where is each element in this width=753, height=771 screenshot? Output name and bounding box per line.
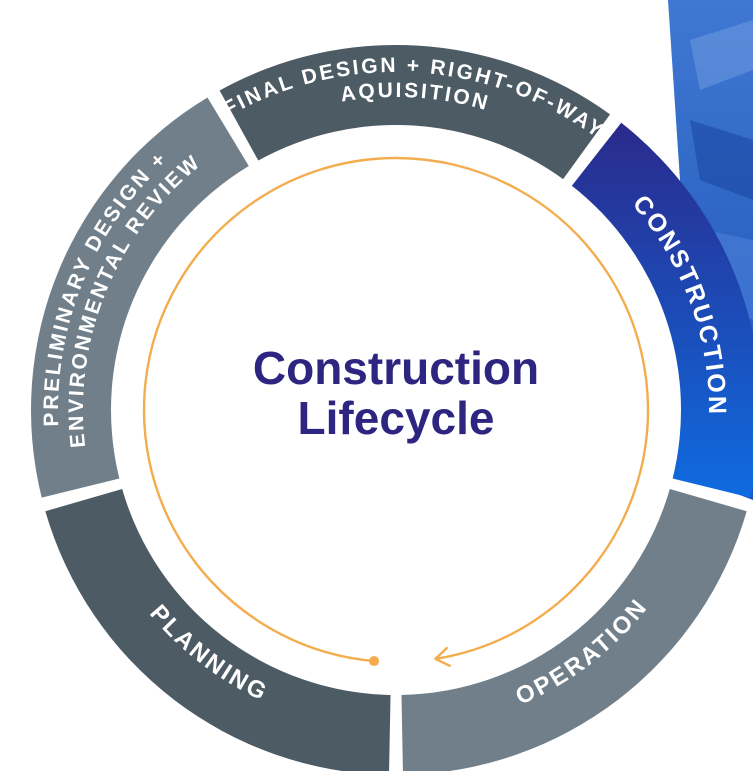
- stage-construction-segment: [571, 122, 753, 498]
- stage-final-design-segment: [219, 44, 611, 180]
- center-title-line1: Construction: [253, 342, 539, 394]
- stage-operation-segment: [401, 489, 747, 771]
- cycle-arrowhead: [434, 646, 451, 667]
- center-title-line2: Lifecycle: [298, 392, 495, 444]
- cycle-start-dot: [369, 656, 380, 667]
- cycle-arrow: [142, 156, 650, 667]
- stage-preliminary-design-segment: [31, 97, 249, 498]
- lifecycle-ring: [31, 44, 753, 771]
- stage-planning-segment: [45, 489, 391, 771]
